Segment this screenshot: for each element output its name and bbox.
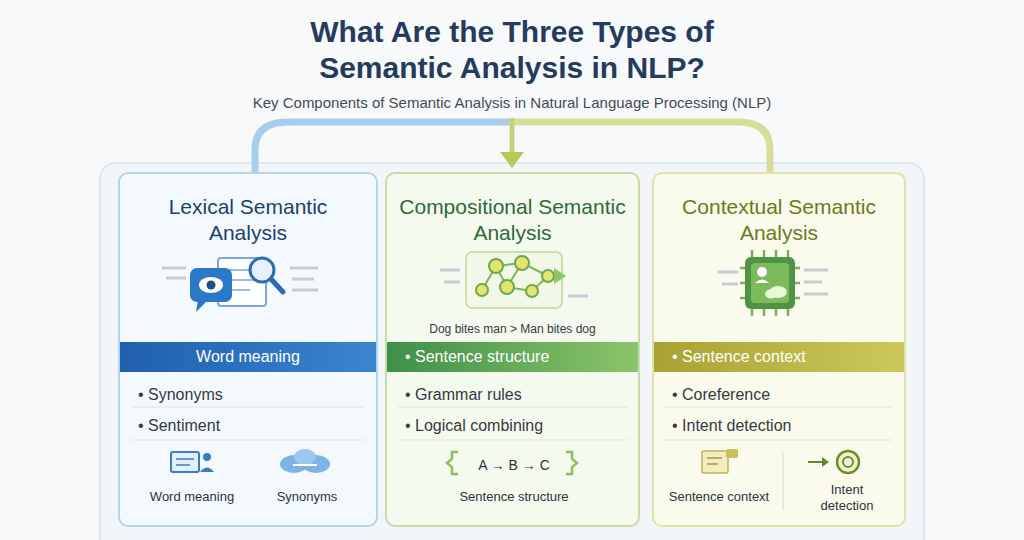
band-label: • Sentence context bbox=[654, 347, 904, 367]
icon-label: Word meaning bbox=[142, 489, 242, 505]
bullet-item: • Logical combining bbox=[405, 416, 626, 436]
bottom-icons bbox=[171, 449, 859, 510]
arrow-stem bbox=[510, 118, 515, 154]
analysis-card: Word meaning Lexical Semantic Analysis • S… bbox=[118, 172, 378, 527]
bullet-item: • Synonyms bbox=[138, 385, 364, 405]
category-band: Word meaning bbox=[120, 342, 376, 372]
band-label: • Sentence structure bbox=[387, 347, 638, 367]
category-band: • Sentence context bbox=[654, 342, 904, 372]
example-text: Dog bites man > Man bites dog bbox=[392, 322, 633, 337]
contextual-icon bbox=[718, 250, 828, 316]
icon-label: Synonyms bbox=[257, 489, 357, 505]
card-heading: Lexical Semantic Analysis bbox=[128, 194, 368, 245]
card-heading: Compositional Semantic Analysis bbox=[395, 194, 630, 245]
card-heading: Contextual Semantic Analysis bbox=[662, 194, 896, 245]
category-band: • Sentence structure bbox=[387, 342, 638, 372]
lexical-icon bbox=[162, 258, 318, 312]
analysis-card: • Sentence context Contextual Semantic An… bbox=[652, 172, 906, 527]
bullet-item: • Coreference bbox=[672, 385, 892, 405]
icon-label: Intent detection bbox=[814, 482, 880, 514]
arrow-head bbox=[500, 152, 524, 168]
caption: Key Components of Semantic Analysis in N… bbox=[162, 94, 862, 112]
bullet-item: • Sentiment bbox=[138, 416, 364, 436]
band-label: Word meaning bbox=[120, 347, 376, 367]
branch-line bbox=[255, 122, 512, 172]
flow-text: A → B → C bbox=[464, 457, 564, 474]
bullet-separators bbox=[132, 407, 892, 440]
analysis-card: • Sentence structure Compositional Semant… bbox=[385, 172, 640, 527]
outer-frame bbox=[100, 163, 924, 540]
bullet-item: • Intent detection bbox=[672, 416, 892, 436]
bullet-item: • Grammar rules bbox=[405, 385, 626, 405]
compositional-icon bbox=[440, 252, 588, 308]
branch-line bbox=[512, 122, 770, 172]
title: What Are the Three Types of Semantic Ana… bbox=[277, 14, 747, 86]
icon-label: Sentence context bbox=[660, 489, 778, 505]
icon-label: Sentence structure bbox=[434, 489, 594, 505]
